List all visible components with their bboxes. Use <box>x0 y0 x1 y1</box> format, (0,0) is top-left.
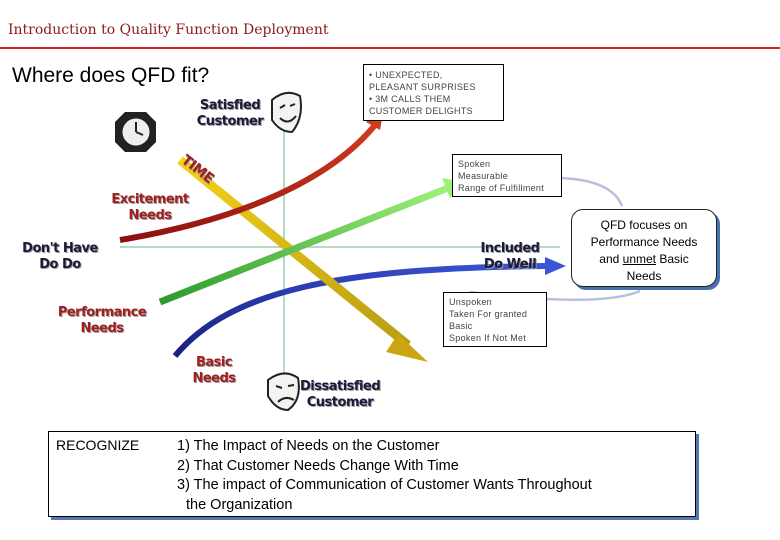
qfd-focus-note: QFD focuses on Performance Needs and unm… <box>571 209 717 287</box>
callout-line: Measurable <box>458 171 509 181</box>
time-arrowhead <box>386 334 428 362</box>
connector-performance <box>559 176 624 207</box>
callout-line: Spoken If Not Met <box>449 333 527 343</box>
basic-needs-curve <box>172 263 546 358</box>
qfd-note-line: QFD focuses on <box>600 218 688 232</box>
header-rule <box>0 47 780 49</box>
page-header: Introduction to Quality Function Deploym… <box>8 22 329 38</box>
qfd-note-line: and unmet Basic <box>599 252 689 266</box>
excitement-needs-curve <box>119 123 378 243</box>
callout-line: • 3M CALLS THEM <box>369 94 451 104</box>
clock-icon <box>115 112 156 152</box>
recognize-box <box>48 431 696 517</box>
basic-curve-arrowhead <box>545 257 566 275</box>
callout-line: Spoken <box>458 159 491 169</box>
happy-mask-icon <box>271 91 302 134</box>
recognize-list: 1) The Impact of Needs on the Customer 2… <box>177 437 592 515</box>
performance-needs-curve <box>158 184 450 306</box>
callout-line: Unspoken <box>449 297 492 307</box>
basic-callout: Unspoken Taken For granted Basic Spoken … <box>443 292 547 347</box>
callout-line: CUSTOMER DELIGHTS <box>369 106 473 116</box>
recognize-label: RECOGNIZE <box>56 437 140 453</box>
delighters-callout: • UNEXPECTED, PLEASANT SURPRISES • 3M CA… <box>363 64 504 121</box>
callout-line: Basic <box>449 321 473 331</box>
qfd-note-line: Needs <box>626 269 662 283</box>
recognize-item: the Organization <box>186 496 293 513</box>
callout-line: PLEASANT SURPRISES <box>369 82 476 92</box>
page-title: Where does QFD fit? <box>12 64 210 87</box>
callout-line: • UNEXPECTED, <box>369 70 443 80</box>
recognize-item: 3) The impact of Communication of Custom… <box>177 477 592 493</box>
sad-mask-icon <box>267 372 300 412</box>
performance-callout: Spoken Measurable Range of Fulfillment <box>452 154 562 197</box>
callout-line: Range of Fulfillment <box>458 183 545 193</box>
callout-line: Taken For granted <box>449 309 528 319</box>
qfd-note-line: Performance Needs <box>590 235 698 249</box>
recognize-item: 1) The Impact of Needs on the Customer <box>177 438 440 454</box>
recognize-item: 2) That Customer Needs Change With Time <box>177 457 459 474</box>
